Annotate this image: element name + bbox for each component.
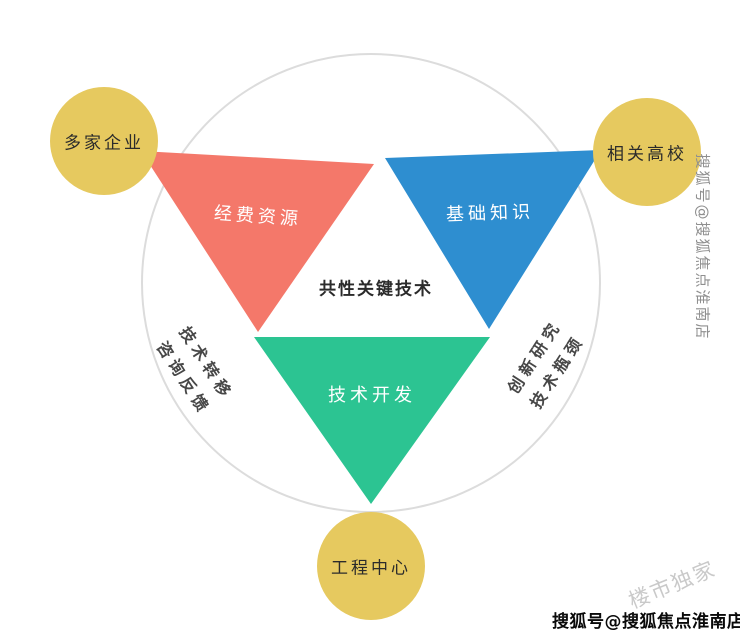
watermark-bottom: 搜狐号@搜狐焦点淮南店 xyxy=(552,612,740,632)
node-label-universities: 相关高校 xyxy=(607,144,687,165)
triangle-label-development: 技术开发 xyxy=(328,385,416,406)
triangle-funding xyxy=(141,151,374,332)
triangle-development xyxy=(254,337,490,504)
node-label-engineering-center: 工程中心 xyxy=(331,558,411,579)
node-circle-enterprises xyxy=(50,87,158,195)
node-circle-engineering-center xyxy=(317,512,425,620)
center-label: 共性关键技术 xyxy=(319,279,433,300)
triangle-knowledge xyxy=(385,150,601,329)
node-circle-universities xyxy=(593,98,701,206)
triangle-label-knowledge: 基础知识 xyxy=(445,201,535,226)
watermark-side-vertical: 搜狐号@搜狐焦点淮南店 xyxy=(693,153,712,341)
node-label-enterprises: 多家企业 xyxy=(64,133,144,154)
